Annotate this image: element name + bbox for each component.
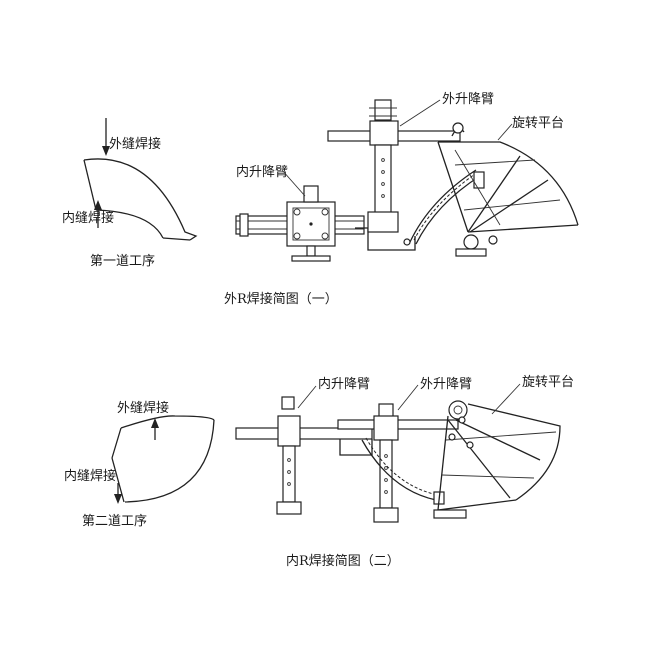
diagram-two: 外缝焊接 内缝焊接 第二道工序 内升降臂 [64, 375, 574, 569]
inner-lifting-arm-one [235, 185, 416, 262]
inner-weld-label-one: 内缝焊接 [62, 210, 114, 226]
outer-lifting-arm-one [327, 99, 485, 246]
outer-weld-label-one: 外缝焊接 [109, 136, 161, 152]
inner-arm-label-one: 内升降臂 [236, 164, 288, 180]
elbow-pipe-one [83, 118, 198, 241]
outer-arm-label-one: 外升降臂 [442, 92, 494, 107]
rotary-platform-two [433, 400, 561, 519]
inner-weld-label-two: 内缝焊接 [64, 468, 116, 484]
outer-arm-label-two: 外升降臂 [420, 377, 472, 392]
platform-label-two: 旋转平台 [522, 375, 574, 390]
inner-lifting-arm-two [235, 396, 373, 515]
caption-two: 内R焊接简图（二） [286, 553, 400, 569]
step-title-two: 第二道工序 [82, 514, 147, 529]
outer-lifting-arm-two [337, 403, 459, 523]
inner-arm-label-two: 内升降臂 [318, 376, 370, 392]
platform-label-one: 旋转平台 [512, 116, 564, 131]
outer-weld-label-two: 外缝焊接 [117, 400, 169, 416]
caption-one: 外R焊接简图（一） [224, 291, 338, 307]
rotary-platform-one [437, 122, 579, 257]
diagram-one: 外缝焊接 内缝焊接 第一道工序 内升降臂 [62, 92, 579, 307]
elbow-pipe-two [111, 415, 215, 504]
step-title-one: 第一道工序 [90, 254, 155, 269]
